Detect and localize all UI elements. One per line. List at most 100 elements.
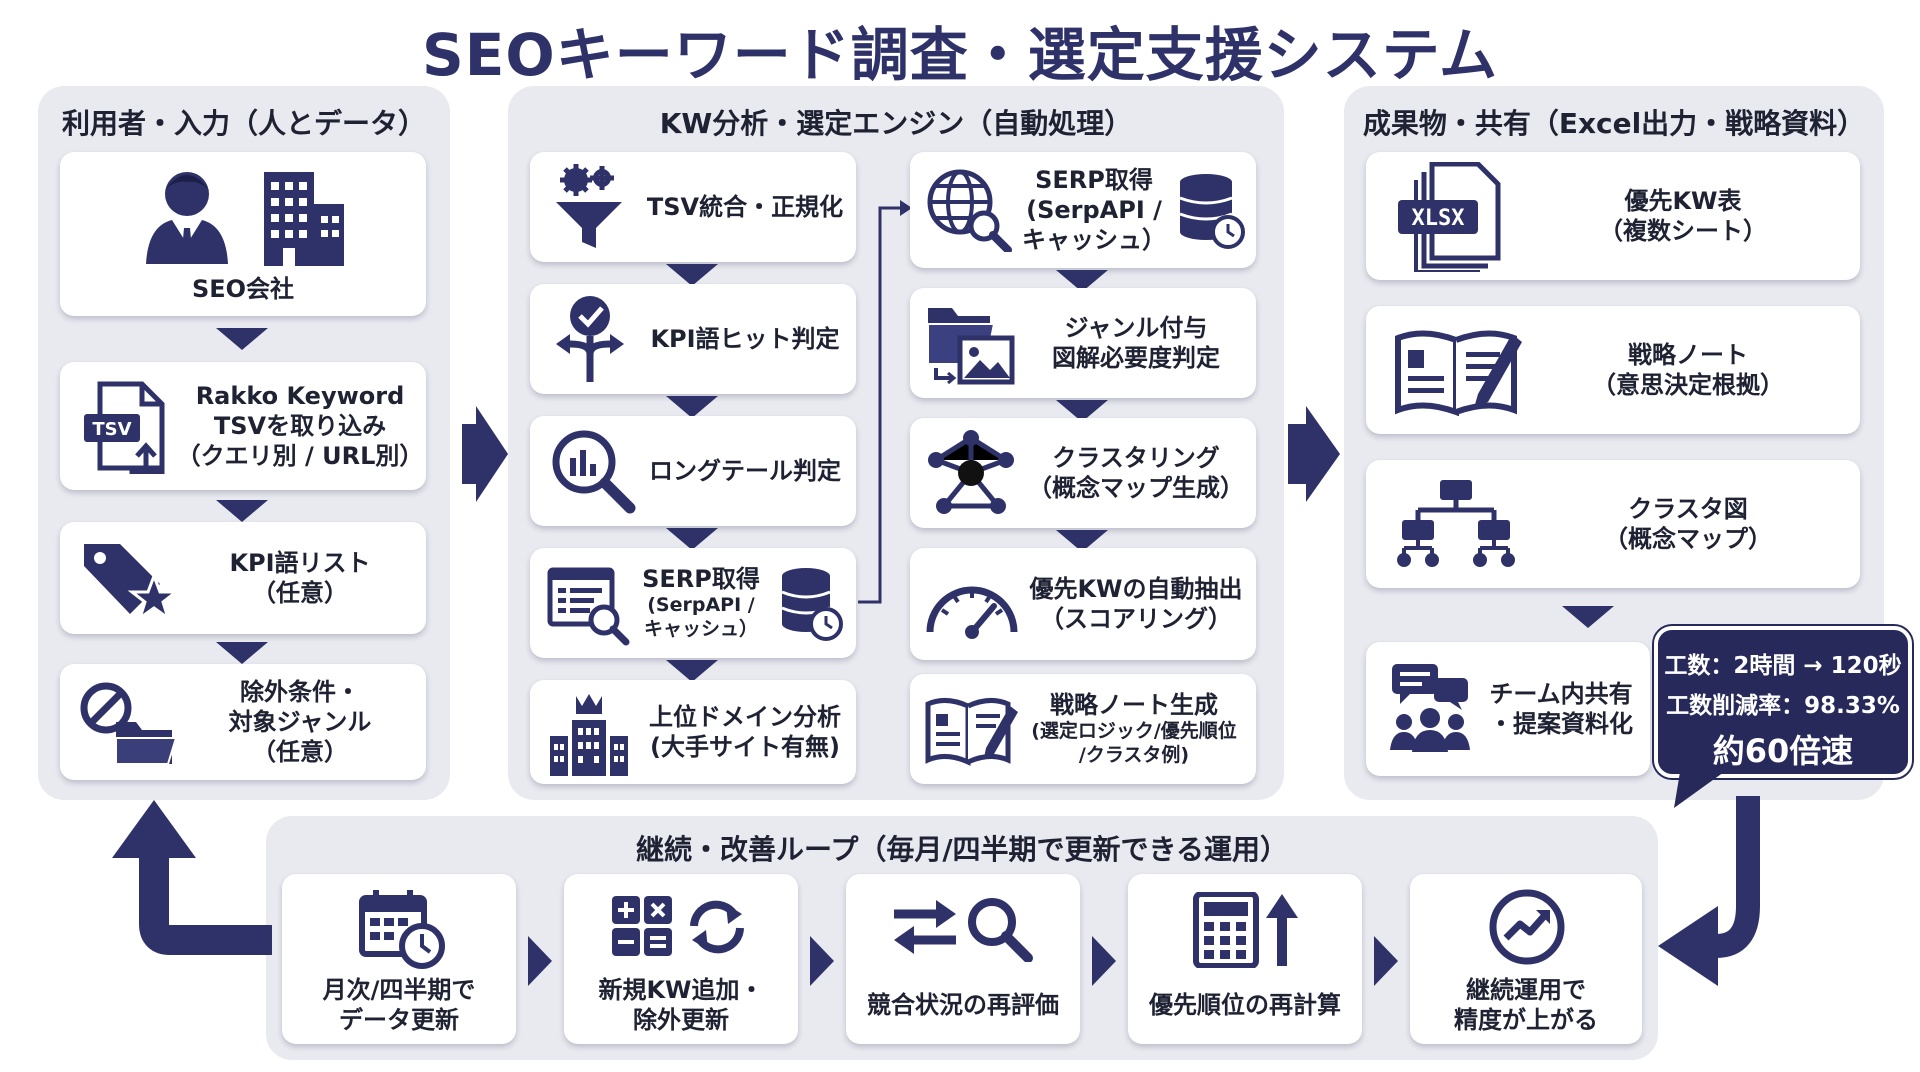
genre-assign-card: ジャンル付与図解必要度判定 [910,288,1256,398]
svg-text:TSV: TSV [92,419,131,440]
tag-star-icon [84,544,176,622]
business-person-icon [146,172,228,264]
loop-step-3: 競合状況の再評価 [846,874,1080,1044]
flow-arrow-down [666,528,718,550]
tsv-normalize-label: TSV統合・正規化 [646,193,844,221]
exclude-conditions-card: 除外条件・対象ジャンル（任意） [60,664,426,780]
loop-step-2-label: 新規KW追加・除外更新 [598,976,764,1034]
kpi-hit-card: KPI語ヒット判定 [530,284,856,394]
book-pen-icon [925,698,1018,766]
loop-step-5-label: 継続運用で精度が上がる [1454,976,1598,1034]
kpi-hit-label: KPI語ヒット判定 [650,325,840,353]
input-panel: 利用者・入力（人とデータ） SEO会社 [38,86,450,800]
loop-step-1: 月次/四半期でデータ更新 [282,874,516,1044]
cluster-diagram-card: クラスタ図（概念マップ） [1366,460,1860,588]
engine-panel-title: KW分析・選定エンジン（自動処理） [659,107,1133,140]
hierarchy-tree-icon [1397,480,1515,567]
crown-buildings-icon [550,694,628,776]
page-title: SEOキーワード調査・選定支援システム [422,21,1498,89]
flow-arrow-down [216,328,268,350]
tsv-upload-file-icon: TSV [84,381,165,474]
loop-step-5: 継続運用で精度が上がる [1410,874,1642,1044]
kpi-list-card: KPI語リスト（任意） [60,522,426,634]
team-share-label: チーム内共有・提案資料化 [1489,680,1633,738]
engine-panel: KW分析・選定エンジン（自動処理） TSV統合・正規化 KPI語ヒット判定 [508,86,1284,800]
open-book-pen-icon [1395,330,1522,416]
team-chat-icon [1390,664,1470,752]
serp-page-search-icon [547,567,630,646]
calendar-clock-icon [359,890,445,969]
loop-panel: 継続・改善ループ（毎月/四半期で更新できる運用） 月次/四半期でデータ更新 新規… [266,816,1658,1060]
flow-arrow-right [528,936,552,986]
serp-fetch-card-2: SERP取得(SerpAPI /キャッシュ） [910,152,1256,268]
team-share-card: チーム内共有・提案資料化 [1366,642,1650,776]
xlsx-file-icon: XLSX [1398,162,1501,272]
flow-arrow-down [666,660,718,682]
return-arrow [1658,796,1760,986]
flow-arrow-down [1056,400,1108,422]
loop-step-4: 優先順位の再計算 [1128,874,1362,1044]
check-branch-icon [556,296,624,382]
building-icon [264,172,344,266]
flow-arrow-down [1562,606,1614,628]
flow-arrow-right [810,936,834,986]
top-domain-label: 上位ドメイン分析(大手サイト有無) [649,703,841,761]
callout-pointer [1674,772,1724,808]
priority-extract-card: 優先KWの自動抽出（スコアリング） [910,548,1256,660]
priority-kw-table-card: XLSX 優先KW表（複数シート） [1366,152,1860,280]
callout-line-3: 約60倍速 [1712,732,1854,770]
clustering-label: クラスタリング（概念マップ生成） [1028,444,1244,502]
serp-fetch-label-1: SERP取得(SerpAPI /キャッシュ） [642,565,760,640]
flow-arrow-down [1056,530,1108,552]
magnifier-chart-icon [552,430,636,514]
tsv-normalize-card: TSV統合・正規化 [530,152,856,262]
loop-back-arrow [112,800,272,955]
flow-arrow-down [666,396,718,418]
trend-up-circle-icon [1489,889,1565,965]
serp-fetch-label-2: SERP取得(SerpAPI /キャッシュ） [1022,166,1166,254]
network-cluster-icon [928,430,1014,514]
seo-company-card: SEO会社 [60,152,426,316]
loop-step-1-label: 月次/四半期でデータ更新 [322,976,476,1034]
flow-connector [858,200,912,604]
globe-search-icon [927,169,1012,252]
seo-company-label: SEO会社 [191,275,295,303]
priority-kw-table-label: 優先KW表（複数シート） [1599,187,1767,245]
calculator-up-icon [1193,892,1298,968]
strategy-note-label: 戦略ノート（意思決定根拠） [1592,341,1784,399]
loop-step-4-label: 優先順位の再計算 [1149,991,1341,1019]
loop-panel-title: 継続・改善ループ（毎月/四半期で更新できる運用） [636,833,1288,866]
flow-arrow-right [1374,936,1398,986]
flow-arrow-down [216,500,268,522]
strategy-note-gen-card: 戦略ノート生成(選定ロジック/優先順位/クラスタ例) [910,674,1256,784]
cluster-diagram-label: クラスタ図（概念マップ） [1604,495,1772,553]
svg-text:XLSX: XLSX [1412,206,1465,231]
exclude-conditions-label: 除外条件・対象ジャンル（任意） [228,678,372,766]
flow-arrow-right [462,406,508,502]
serp-fetch-card-1: SERP取得(SerpAPI /キャッシュ） [530,548,856,658]
flow-arrow-right [1288,406,1340,502]
gauge-icon [926,586,1018,639]
loop-step-2: 新規KW追加・除外更新 [564,874,798,1044]
priority-extract-label: 優先KWの自動抽出（スコアリング） [1029,575,1243,633]
top-domain-card: 上位ドメイン分析(大手サイト有無) [530,680,856,784]
flow-arrow-down [216,642,268,664]
flow-arrow-down [1056,270,1108,292]
flow-arrow-down [666,264,718,286]
strategy-note-card: 戦略ノート（意思決定根拠） [1366,306,1860,434]
flow-arrow-right [1092,936,1116,986]
folder-image-icon [927,308,1015,385]
efficiency-callout: 工数：2時間 → 120秒 工数削減率：98.33% 約60倍速 [1654,626,1912,778]
clustering-card: クラスタリング（概念マップ生成） [910,418,1256,528]
strategy-note-gen-label: 戦略ノート生成(選定ロジック/優先順位/クラスタ例) [1031,691,1237,766]
loop-step-3-label: 競合状況の再評価 [867,991,1059,1019]
database-clock-icon [781,568,843,641]
block-folder-icon [80,682,178,765]
calculator-refresh-icon [612,896,744,956]
longtail-card: ロングテール判定 [530,416,856,526]
input-panel-title: 利用者・入力（人とデータ） [61,107,426,140]
longtail-label: ロングテール判定 [649,457,841,485]
swap-search-icon [894,898,1033,962]
